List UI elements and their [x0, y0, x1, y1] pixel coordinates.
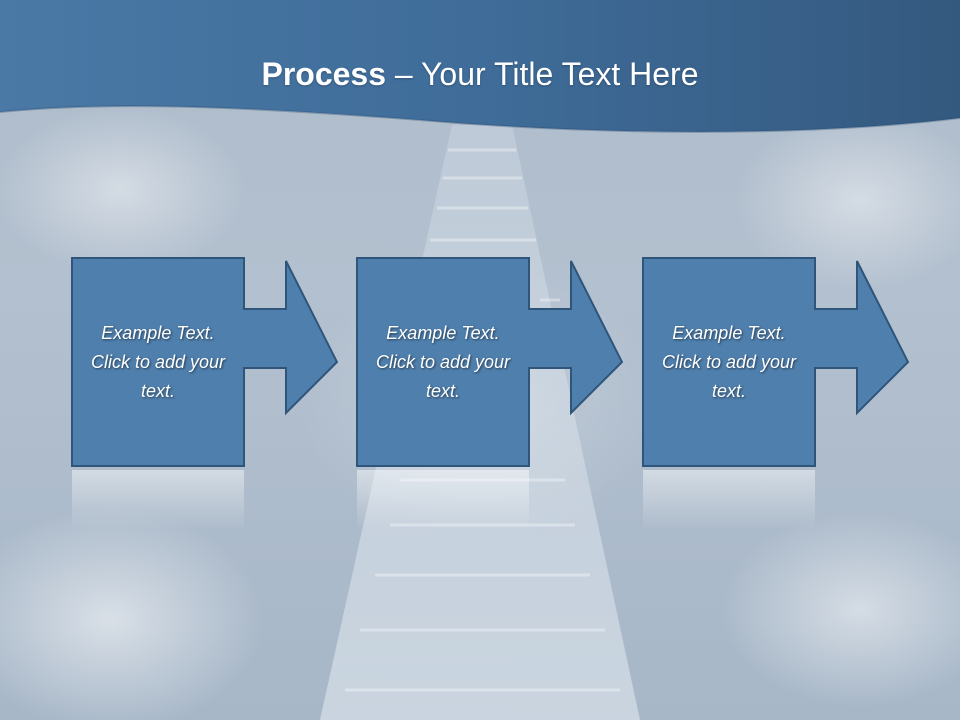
process-step-2[interactable]: Example Text. Click to add your text.: [357, 258, 529, 466]
process-step-shape-1[interactable]: [71, 257, 339, 467]
process-step-3[interactable]: Example Text. Click to add your text.: [643, 258, 815, 466]
slide-title-rest: – Your Title Text Here: [386, 56, 699, 92]
process-step-1[interactable]: Example Text. Click to add your text.: [72, 258, 244, 466]
process-step-3-text: Example Text. Click to add your text.: [661, 322, 797, 401]
process-step-1-text: Example Text. Click to add your text.: [90, 322, 226, 401]
slide-title[interactable]: Process – Your Title Text Here: [0, 52, 960, 96]
slide-title-bold: Process: [261, 56, 387, 92]
header-band: [0, 0, 960, 132]
process-step-2-text: Example Text. Click to add your text.: [375, 322, 511, 401]
process-step-shape-2[interactable]: [356, 257, 624, 467]
process-step-shape-3[interactable]: [642, 257, 910, 467]
process-reflections: [72, 470, 815, 530]
